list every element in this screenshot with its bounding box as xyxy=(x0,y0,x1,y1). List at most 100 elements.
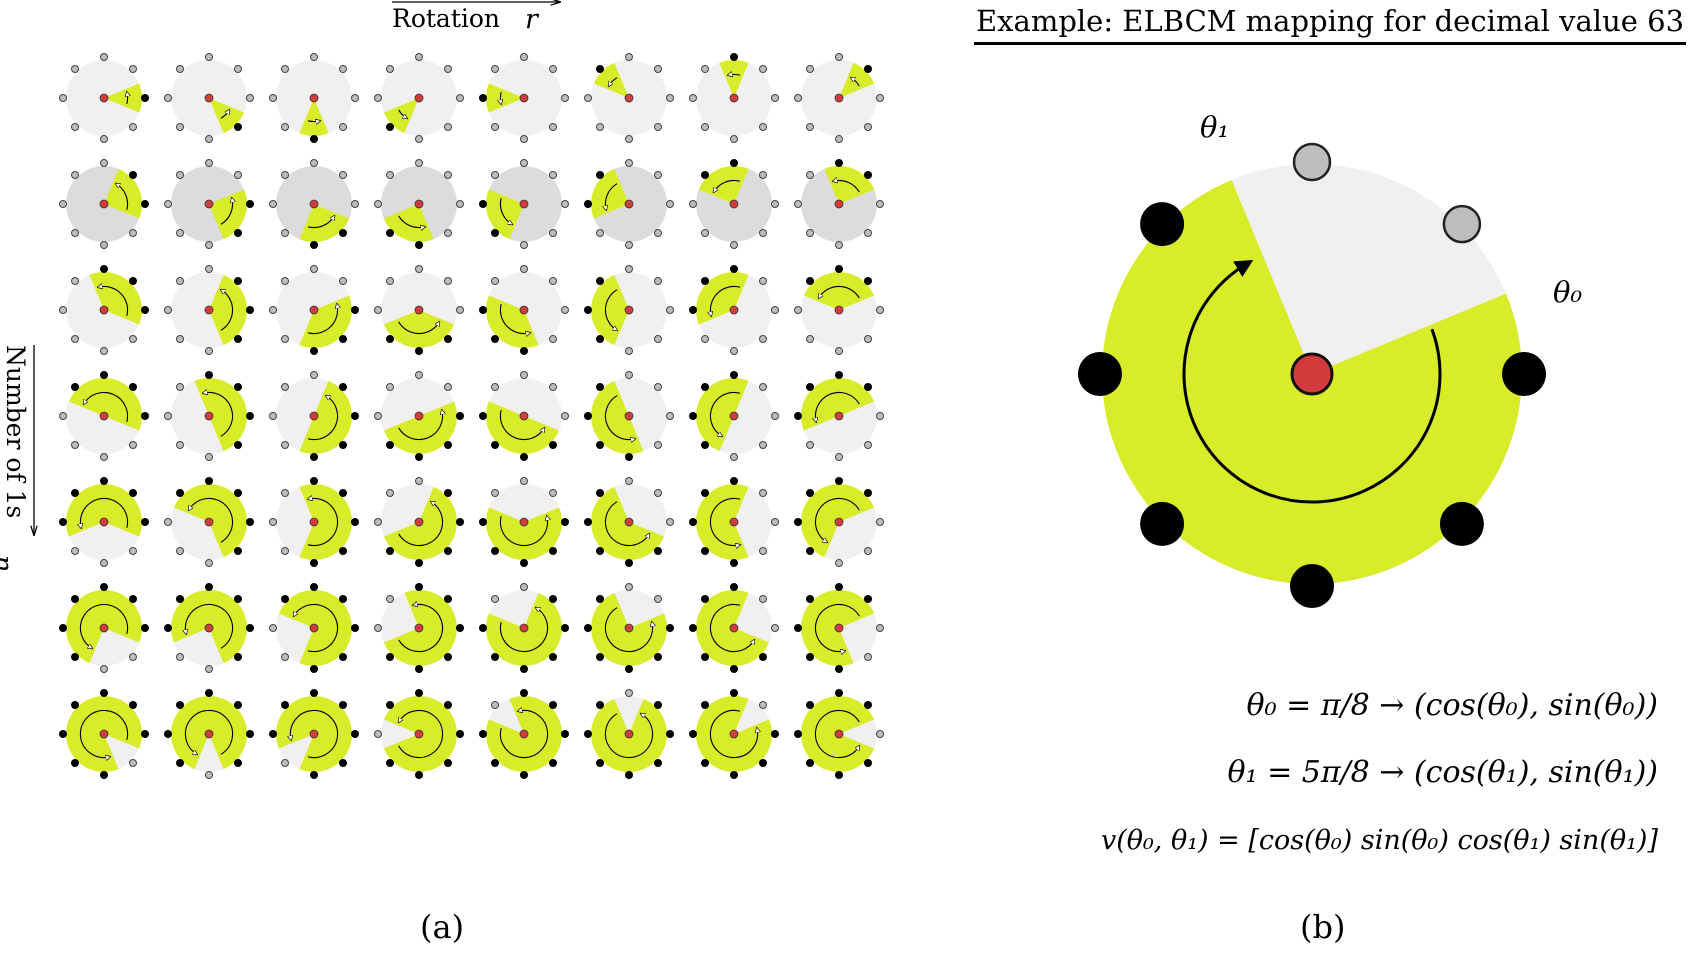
bit-one-dot xyxy=(233,546,242,555)
bit-zero-dot xyxy=(415,53,423,61)
center-dot xyxy=(729,411,739,421)
encoding-circle xyxy=(479,265,569,355)
encoding-circle xyxy=(584,477,674,567)
center-dot xyxy=(729,517,739,527)
bit-one-dot xyxy=(415,771,423,779)
sector xyxy=(383,204,434,242)
bit-zero-dot xyxy=(689,200,697,208)
bit-zero-dot xyxy=(548,489,557,498)
rotation-arc xyxy=(127,92,128,105)
bit-one-dot xyxy=(310,347,318,355)
bit-zero-dot xyxy=(520,135,528,143)
bit-zero-dot xyxy=(653,383,662,392)
bit-one-dot xyxy=(443,758,452,767)
bit-one-dot xyxy=(730,159,738,167)
bit-one-dot xyxy=(548,440,557,449)
bit-zero-dot xyxy=(491,65,500,74)
bit-one-dot xyxy=(689,730,697,738)
bit-one-dot xyxy=(806,489,815,498)
sector xyxy=(824,166,875,204)
rotation-arc xyxy=(499,197,512,224)
bit-zero-dot xyxy=(653,122,662,131)
encoding-circle xyxy=(164,371,254,461)
equation-vector: v(θ₀, θ₁) = [cos(θ₀) sin(θ₀) cos(θ₁) sin… xyxy=(1100,825,1658,856)
bit-zero-dot xyxy=(758,277,767,286)
center-dot xyxy=(99,93,109,103)
bit-zero-dot xyxy=(548,383,557,392)
bit-zero-dot xyxy=(876,200,884,208)
bit-zero-dot xyxy=(491,171,500,180)
bit-one-dot xyxy=(863,701,872,710)
bit-zero-dot xyxy=(338,277,347,286)
bit-zero-dot xyxy=(71,440,80,449)
bit-one-dot xyxy=(233,122,242,131)
bit-zero-dot xyxy=(520,371,528,379)
bit-zero-dot xyxy=(246,94,254,102)
encoding-circle xyxy=(59,265,149,355)
encoding-circle xyxy=(584,371,674,461)
bit-one-dot xyxy=(246,200,254,208)
bit-one-dot xyxy=(205,583,213,591)
rotation-axis-label: Rotation xyxy=(392,4,501,33)
encoding-circle xyxy=(269,689,359,779)
bit-zero-dot xyxy=(269,412,277,420)
encoding-circle xyxy=(689,583,779,673)
bit-zero-dot xyxy=(520,583,528,591)
center-dot xyxy=(519,623,529,633)
center-dot xyxy=(729,305,739,315)
encoding-circle xyxy=(584,689,674,779)
bit-zero-dot xyxy=(561,412,569,420)
center-dot xyxy=(834,93,844,103)
bit-one-dot xyxy=(443,440,452,449)
bit-one-dot xyxy=(233,440,242,449)
bit-one-dot xyxy=(806,701,815,710)
bit-zero-dot xyxy=(625,477,633,485)
bit-zero-dot xyxy=(415,371,423,379)
encoding-circle xyxy=(374,53,464,143)
center-dot xyxy=(834,517,844,527)
rotation-axis-variable: r xyxy=(525,4,538,35)
theta1-label: θ₁ xyxy=(1200,110,1230,144)
rotation-arc xyxy=(709,603,754,653)
bit-one-dot xyxy=(548,546,557,555)
center-dot xyxy=(624,199,634,209)
encoding-circle xyxy=(689,689,779,779)
sector xyxy=(590,168,629,219)
bit-one-dot xyxy=(128,277,137,286)
bit-zero-dot xyxy=(128,65,137,74)
rotation-arc xyxy=(814,603,860,651)
center-dot xyxy=(519,305,529,315)
bit-zero-dot xyxy=(835,241,843,249)
bit-one-dot xyxy=(730,771,738,779)
bit-one-dot xyxy=(794,518,802,526)
bit-zero-dot xyxy=(876,94,884,102)
bit-one-dot xyxy=(71,758,80,767)
center-dot xyxy=(729,93,739,103)
bit-zero-dot xyxy=(758,546,767,555)
bit-zero-dot xyxy=(415,135,423,143)
bit-zero-dot xyxy=(794,200,802,208)
bit-one-dot xyxy=(758,758,767,767)
bit-zero-dot xyxy=(281,277,290,286)
center-dot xyxy=(99,623,109,633)
bit-zero-dot xyxy=(863,334,872,343)
rotation-arc xyxy=(728,74,741,75)
bit-zero-dot xyxy=(443,65,452,74)
rotation-arc xyxy=(714,179,741,192)
center-dot xyxy=(519,93,529,103)
rotation-arc xyxy=(203,392,234,437)
bit-one-dot xyxy=(520,347,528,355)
encoding-circle xyxy=(584,159,674,249)
center-dot xyxy=(834,411,844,421)
bit-one-dot xyxy=(863,65,872,74)
center-dot xyxy=(414,199,424,209)
bit-one-dot xyxy=(338,595,347,604)
rotation-arc xyxy=(116,184,129,211)
bit-zero-dot xyxy=(863,652,872,661)
bit-one-dot xyxy=(351,306,359,314)
bit-zero-dot xyxy=(491,701,500,710)
bit-one-dot xyxy=(479,200,487,208)
bit-one-dot xyxy=(689,624,697,632)
bit-zero-dot xyxy=(164,94,172,102)
